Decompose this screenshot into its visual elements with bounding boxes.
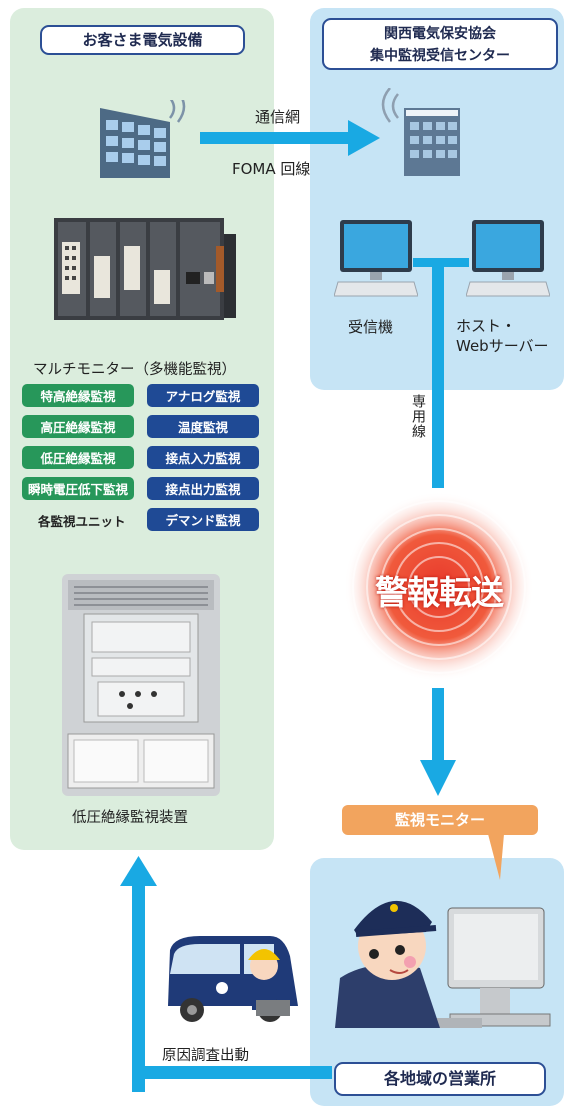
staff-at-computer-illustration: [330, 868, 560, 1048]
multi-monitor-caption: マルチモニター（多機能監視）: [33, 362, 236, 378]
center-title-line2: 集中監視受信センター: [370, 48, 510, 64]
device-caption: 低圧絶縁監視装置: [72, 810, 188, 826]
service-van-illustration: [160, 930, 300, 1030]
center-title-line1: 関西電気保安協会: [384, 26, 496, 42]
host-server-computer-icon: [465, 220, 551, 300]
module-badge: 瞬時電圧低下監視: [22, 477, 134, 500]
module-badge: 高圧絶縁監視: [22, 415, 134, 438]
module-badge: アナログ監視: [147, 384, 259, 407]
center-building-icon: [380, 87, 476, 178]
host-label-line1: ホスト・: [456, 317, 517, 335]
module-badge: 低圧絶縁監視: [22, 446, 134, 469]
alarm-down-arrow: [420, 688, 456, 798]
receiver-label: 受信機: [348, 318, 394, 336]
module-badge: 接点出力監視: [147, 477, 259, 500]
host-label-line2: Webサーバー: [456, 337, 549, 355]
alarm-burst: [344, 492, 534, 682]
office-label: 各地域の営業所: [334, 1062, 546, 1096]
module-badge: 特高絶縁監視: [22, 384, 134, 407]
receiver-computer-icon: [333, 220, 419, 300]
module-badge: 温度監視: [147, 415, 259, 438]
customer-building-icon: [98, 91, 188, 180]
insulation-monitor-device: [62, 574, 220, 796]
monitor-tag: 監視モニター: [342, 805, 538, 835]
network-arrow: [200, 120, 380, 156]
dispatch-return-arrow: [120, 856, 332, 1092]
units-caption: 各監視ユニット: [38, 514, 126, 529]
dedicated-line-label: 専用線: [410, 394, 426, 439]
host-server-label: ホスト・ Webサーバー: [456, 316, 549, 356]
center-panel-title: 関西電気保安協会 集中監視受信センター: [322, 18, 558, 70]
customer-panel-title: お客さま電気設備: [40, 25, 245, 55]
dispatch-label: 原因調査出動: [162, 1048, 249, 1064]
alarm-transfer-text: 警報転送: [375, 573, 504, 612]
module-badge: デマンド監視: [147, 508, 259, 531]
dedicated-line-upper: [432, 258, 444, 488]
module-badge: 接点入力監視: [147, 446, 259, 469]
foma-line-label: FOMA 回線: [232, 160, 311, 178]
network-label: 通信網: [255, 108, 301, 126]
multi-monitor-device: [48, 212, 238, 324]
monitor-tag-pointer: [488, 834, 508, 882]
